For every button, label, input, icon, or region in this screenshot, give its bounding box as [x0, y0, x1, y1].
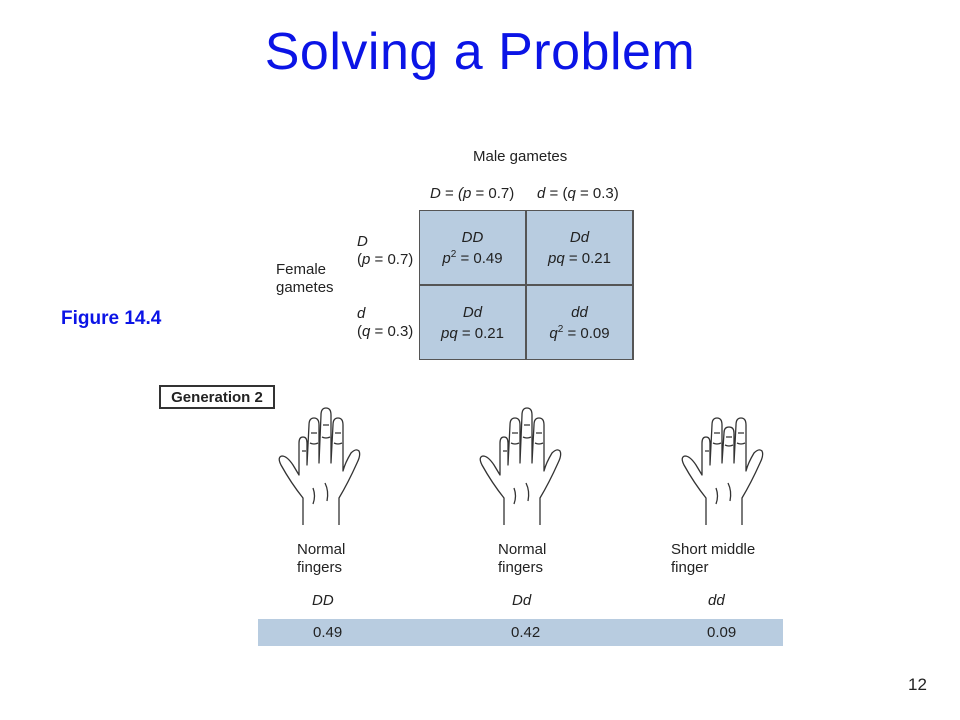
hand-normal-icon — [479, 407, 562, 525]
frequency-value-2: 0.42 — [511, 624, 541, 641]
punnett-cell-dd-upper: DD p2 = 0.49 — [419, 210, 526, 285]
genotype-label-3: dd — [708, 592, 725, 609]
punnett-cell-dd-mixed-1: Dd pq = 0.21 — [526, 210, 633, 285]
punnett-cell-dd-lower: dd q2 = 0.09 — [526, 285, 633, 360]
genotype-label-2: Dd — [512, 592, 532, 609]
male-allele-d-upper: D = (p = 0.7) — [430, 185, 515, 202]
page-number: 12 — [908, 675, 927, 694]
female-allele-d-lower: d (q = 0.3) — [357, 305, 414, 340]
phenotype-label-3: Short middle finger — [671, 541, 756, 576]
phenotype-label-2: Normal fingers — [498, 541, 547, 576]
slide-title: Solving a Problem — [264, 23, 696, 81]
hand-normal-icon — [278, 407, 361, 525]
male-gametes-header: Male gametes — [473, 148, 568, 165]
punnett-cell-dd-mixed-2: Dd pq = 0.21 — [419, 285, 526, 360]
female-allele-d-upper: D (p = 0.7) — [357, 233, 414, 268]
male-allele-d-lower: d = (q = 0.3) — [537, 185, 619, 202]
genotype-label-1: DD — [312, 592, 334, 609]
frequency-bar — [258, 619, 783, 646]
phenotype-label-1: Normal fingers — [297, 541, 346, 576]
figure-label: Figure 14.4 — [61, 308, 162, 329]
frequency-value-1: 0.49 — [313, 624, 343, 641]
frequency-value-3: 0.09 — [707, 624, 737, 641]
hand-short-middle-finger-icon — [681, 417, 764, 525]
generation-label: Generation 2 — [159, 385, 275, 409]
punnett-square: DD p2 = 0.49 Dd pq = 0.21 Dd pq = 0.21 d… — [419, 210, 634, 360]
male-prob-p: (p — [457, 185, 472, 202]
female-gametes-header: Female gametes — [276, 261, 334, 296]
